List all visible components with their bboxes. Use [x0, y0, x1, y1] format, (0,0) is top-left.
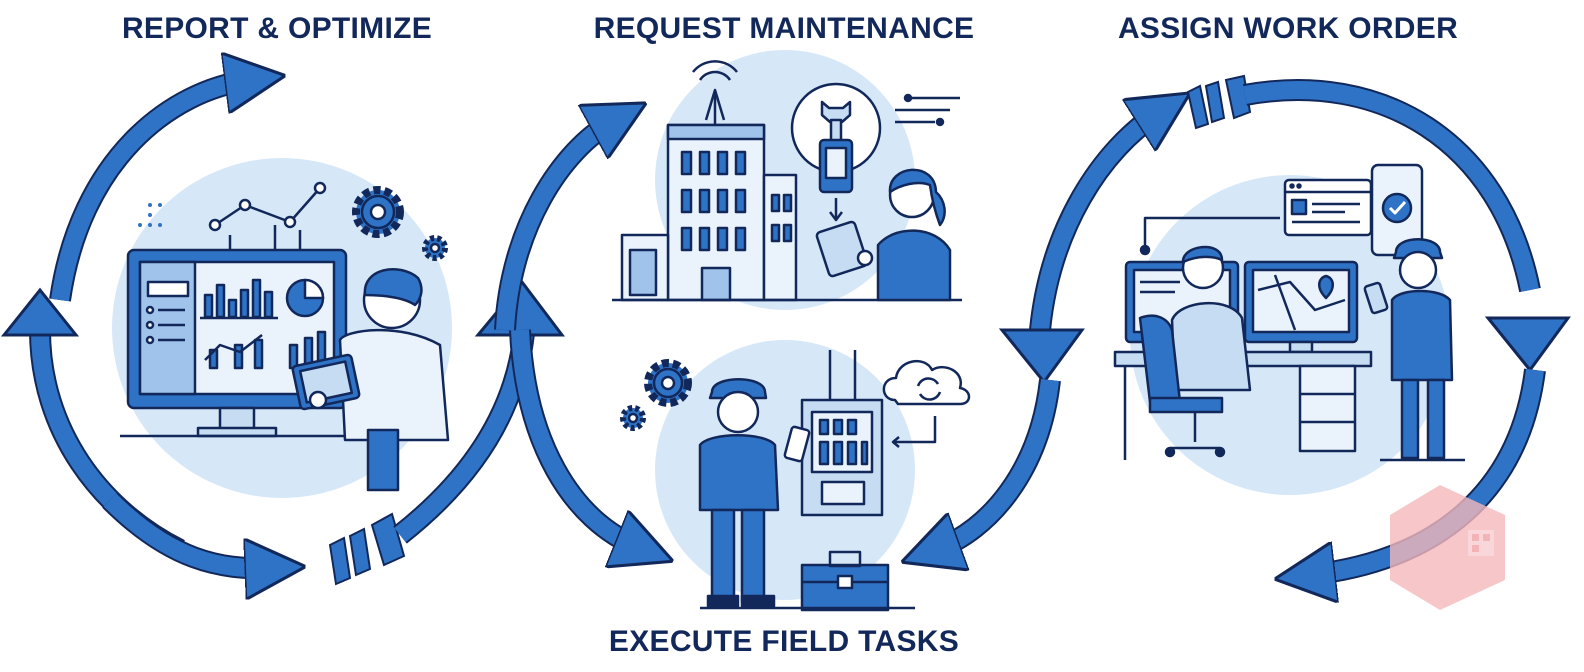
smartphone-icon — [818, 138, 854, 222]
technician-person — [1380, 238, 1465, 462]
dots-decoration — [138, 203, 162, 227]
stage-title-report-optimize: REPORT & OPTIMIZE — [121, 12, 433, 45]
arrow-dashes-right — [1186, 74, 1252, 130]
report-optimize-scene — [120, 181, 450, 492]
arrow-right-down-head — [1484, 316, 1571, 373]
dispatcher-person — [1170, 245, 1252, 392]
cloud-sync-icon — [882, 359, 971, 448]
arrow-center-right-down-head — [998, 328, 1085, 385]
speed-lines — [895, 93, 960, 127]
arrow-left-up-head — [0, 287, 80, 337]
smartphone-icon — [783, 425, 811, 463]
tablet-icon — [291, 353, 361, 411]
map-pin-icon — [1318, 274, 1334, 300]
assign-work-order-scene — [1113, 163, 1465, 462]
tablet-icon — [815, 220, 874, 278]
watermark-icon — [1390, 485, 1505, 610]
antenna-icon — [692, 60, 738, 125]
gear-icon — [620, 405, 646, 431]
work-order-card — [1283, 178, 1373, 237]
building-icon — [612, 123, 962, 302]
requester-person — [876, 168, 952, 302]
stage-title-request-maintenance: REQUEST MAINTENANCE — [593, 12, 975, 45]
request-maintenance-scene — [612, 60, 962, 302]
stage-title-assign-work-order: ASSIGN WORK ORDER — [1117, 12, 1459, 45]
gear-icon — [352, 186, 404, 238]
cycle-arrows — [0, 74, 1571, 586]
analyst-person — [338, 268, 450, 492]
gear-icon — [422, 235, 448, 261]
toolbox-icon — [700, 550, 915, 612]
bar-chart-icon — [204, 330, 327, 370]
bar-chart-icon — [200, 278, 278, 320]
electrical-panel-icon — [800, 350, 884, 517]
pie-chart-icon — [285, 278, 325, 318]
execute-field-tasks-scene — [620, 350, 971, 612]
gear-icon — [644, 359, 692, 407]
office-chair-icon — [1138, 314, 1226, 458]
technician-person — [698, 378, 780, 608]
stage-title-execute-field-tasks: EXECUTE FIELD TASKS — [608, 625, 960, 658]
map-monitor — [1243, 260, 1359, 354]
smartphone-icon — [1363, 281, 1389, 315]
arrow-dashes-left — [328, 512, 406, 586]
connector-lines — [1139, 216, 1280, 256]
